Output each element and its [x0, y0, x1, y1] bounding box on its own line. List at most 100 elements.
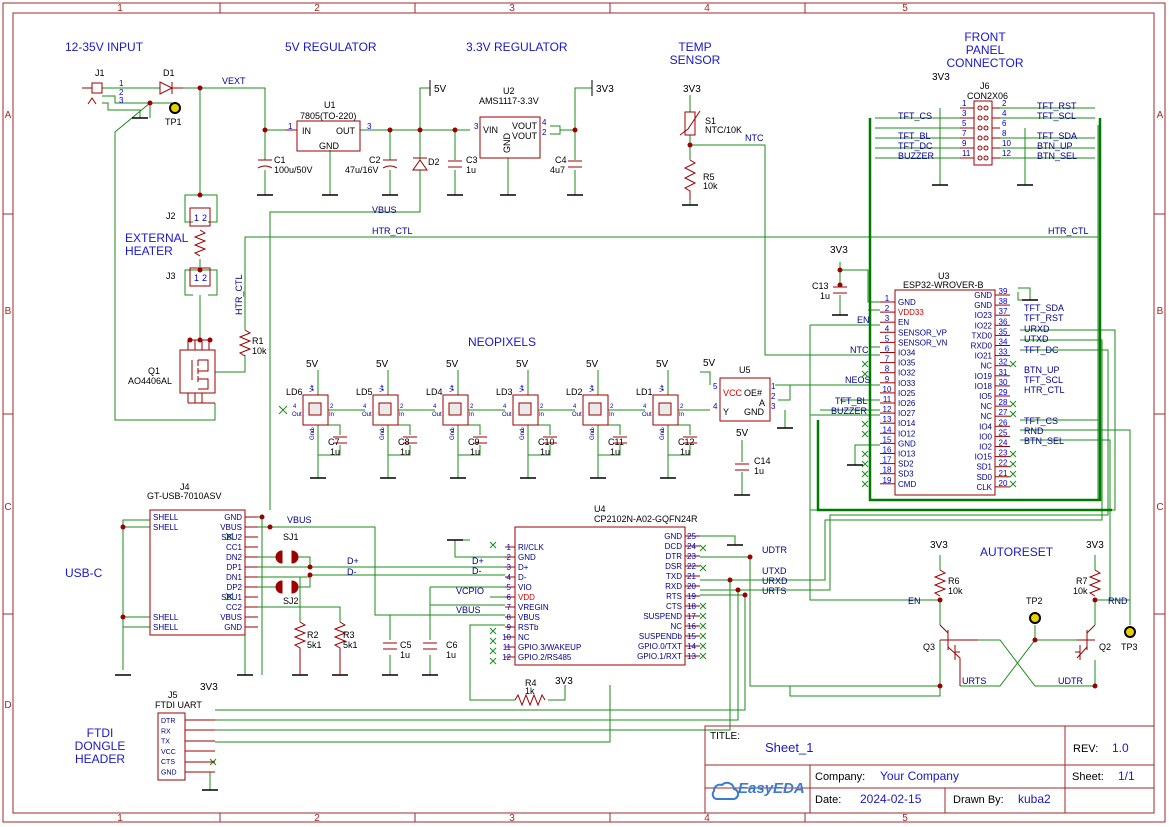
- u4-pin-name: SUSPEND: [643, 612, 682, 621]
- u2-regulator: [479, 116, 541, 159]
- r3-resistor: [333, 621, 347, 675]
- u3-pin-name: NC: [980, 412, 992, 421]
- led-pin-out: Out: [432, 412, 442, 418]
- title-autoreset: AUTORESET: [980, 545, 1054, 559]
- ref-c14: C14: [754, 456, 771, 466]
- led-pin-number: 3: [521, 428, 525, 434]
- c3-value: 1u: [466, 165, 476, 175]
- net-vbus: VBUS: [287, 515, 312, 525]
- j6-pin-number: 2: [1002, 99, 1007, 108]
- j4-pin-name: GND: [224, 513, 242, 522]
- j3-pin2: 2: [202, 273, 207, 283]
- ground-symbols: [115, 117, 1038, 791]
- u5-oe: OE#: [744, 388, 762, 398]
- title-input: 12-35V INPUT: [65, 40, 144, 54]
- r4-value: 1k: [525, 686, 535, 696]
- u3-pin-number: 8: [885, 365, 890, 374]
- u3-pin-name: IO34: [898, 349, 916, 358]
- u3-pin-number: 33: [999, 348, 1008, 357]
- led-pin-out: Out: [292, 412, 302, 418]
- u5-pin2: 2: [771, 392, 776, 401]
- port-5v: 5V: [516, 359, 529, 370]
- u3-pin-number: 37: [999, 307, 1008, 316]
- section-titles: 12-35V INPUT 5V REGULATOR 3.3V REGULATOR…: [65, 30, 1054, 766]
- net-tft-bl: TFT_BL: [898, 131, 931, 141]
- r6-resistor: [933, 569, 947, 597]
- ref-j6: J6: [980, 81, 990, 91]
- title-line: HEATER: [125, 244, 173, 258]
- j6-pin-number: 9: [962, 139, 967, 148]
- title-line: TEMP: [678, 40, 711, 54]
- sj2-jumper: [275, 580, 299, 594]
- u3-pin-name: VDD33: [898, 308, 924, 317]
- s1-thermistor: [679, 110, 701, 136]
- u2-vout: VOUT: [512, 121, 538, 131]
- net-tft-cs: TFT_CS: [898, 111, 932, 121]
- led-cap-value: 1u: [470, 447, 480, 457]
- r3-value: 5k1: [343, 640, 358, 650]
- net-tft-rst: TFT_RST: [1024, 313, 1064, 323]
- u3-pin-name: NC: [980, 362, 992, 371]
- c6-value: 1u: [446, 650, 456, 660]
- port-3v3: 3V3: [830, 245, 848, 256]
- u3-pin-name: IO19: [975, 372, 993, 381]
- led-pin-number: 2: [400, 404, 404, 410]
- led-pin-number: 3: [451, 428, 455, 434]
- tp1-testpoint: [169, 102, 181, 114]
- j4-pin-name: SBU2: [221, 533, 242, 542]
- u4-pin-name: DSR: [665, 562, 682, 571]
- u3-pin-number: 35: [999, 327, 1008, 336]
- u1-out: OUT: [336, 126, 356, 136]
- led-pin-number: 1: [591, 386, 595, 392]
- u3-pin-number: 32: [999, 358, 1008, 367]
- led-pin-in: In: [539, 412, 544, 418]
- net-buzzer: BUZZER: [898, 151, 935, 161]
- title-line: DONGLE: [75, 739, 126, 753]
- u4-pin-name: DCD: [665, 542, 683, 551]
- led-pin-number: 2: [470, 404, 474, 410]
- row-label: B: [5, 306, 12, 317]
- ref-sj1: SJ1: [283, 532, 299, 542]
- u3-pin-name: NC: [980, 402, 992, 411]
- sheet-value: 1/1: [1118, 769, 1135, 783]
- net-dp: D+: [472, 556, 484, 566]
- ref-led-cap: C12: [678, 437, 695, 447]
- j2-pin2: 2: [202, 213, 207, 223]
- title-neopixels: NEOPIXELS: [468, 335, 536, 349]
- u4-pin-name: SUSPENDb: [639, 632, 683, 641]
- j4-pin-name: SHELL: [153, 523, 179, 532]
- u4-pin-name: NC: [670, 622, 682, 631]
- j4-pin-name: DN2: [226, 553, 243, 562]
- u4-pin-name: GPIO.1/RXT: [637, 652, 682, 661]
- port-5v: 5V: [446, 359, 459, 370]
- j4-pin-name: VBUS: [220, 613, 242, 622]
- s1-value: NTC/10K: [705, 125, 742, 135]
- ref-j3: J3: [166, 271, 176, 281]
- u3-pin-name: IO25: [898, 389, 916, 398]
- ref-led: LD4: [426, 387, 443, 397]
- port-5v: 5V: [306, 359, 319, 370]
- j1-pin: 1: [119, 79, 124, 88]
- j6-pin-number: 3: [962, 109, 967, 118]
- u4-pin-number: 7: [507, 603, 512, 612]
- u3-pin-name: GND: [898, 298, 916, 307]
- title-line: FRONT: [964, 30, 1006, 44]
- led-pin-number: 3: [661, 428, 665, 434]
- port-5v: 5V: [703, 358, 716, 369]
- j5-pin-name: GND: [161, 770, 177, 777]
- u3-pin-number: 34: [999, 338, 1008, 347]
- net-en: EN: [857, 315, 870, 325]
- led-pin-gnd: Gnd: [380, 429, 386, 440]
- col-label: 5: [902, 3, 908, 14]
- ref-led: LD3: [496, 387, 513, 397]
- u5-pin3: 3: [771, 402, 776, 411]
- j2-pin1: 1: [194, 213, 199, 223]
- net-buzzer: BUZZER: [831, 406, 868, 416]
- u4-pin-name: GPIO.2/RS485: [518, 653, 572, 662]
- led-pin-in: In: [609, 412, 614, 418]
- led-pin-out: Out: [502, 412, 512, 418]
- c1-value: 100u/50V: [274, 165, 313, 175]
- u3-pin-name: IO33: [898, 379, 916, 388]
